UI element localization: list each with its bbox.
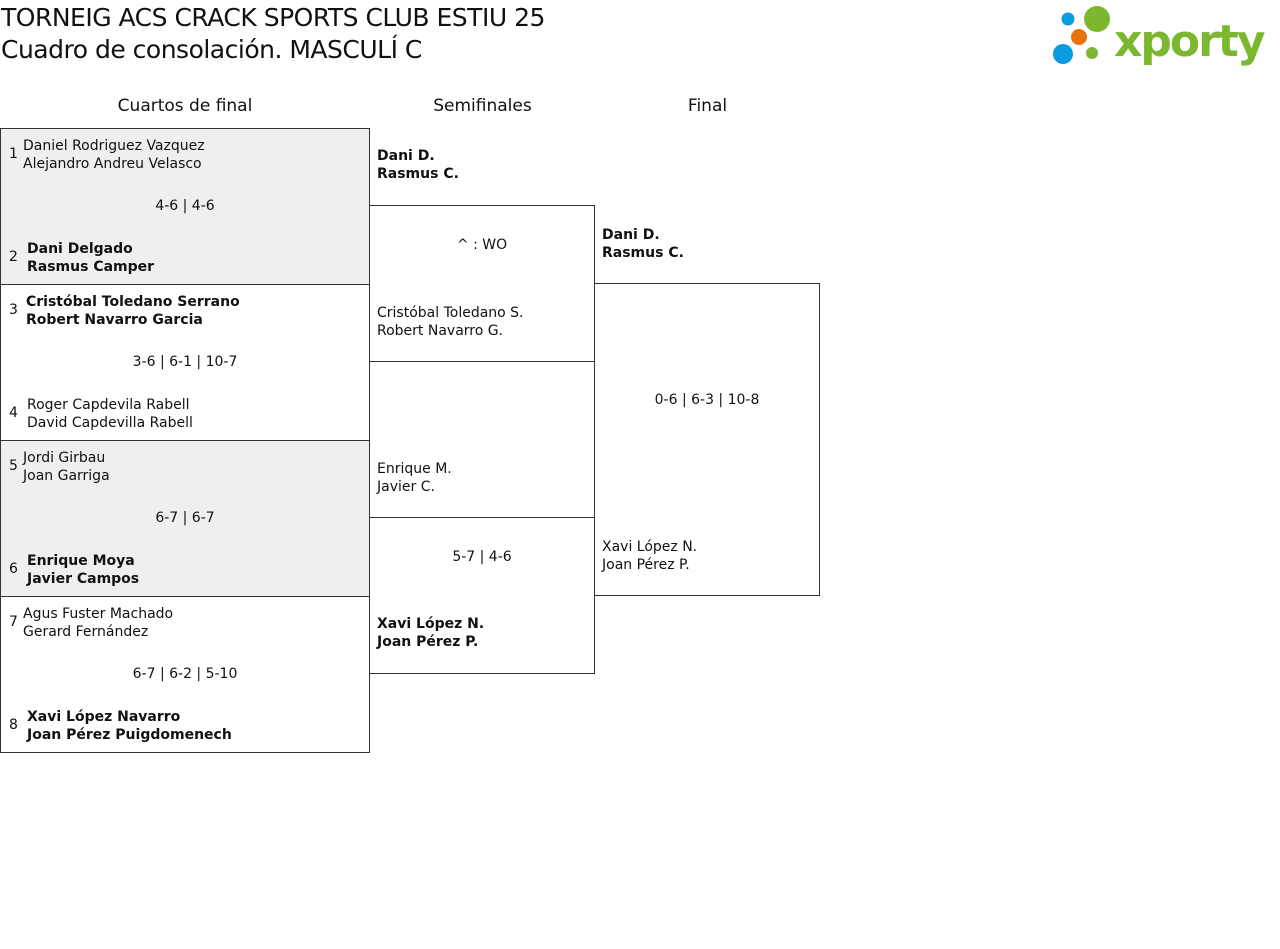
seed-number: 5 xyxy=(9,458,18,474)
match-score: 6-7 | 6-7 xyxy=(155,510,215,526)
semifinal-1-team-a: Dani D.Rasmus C. xyxy=(377,148,459,182)
round-header-quarterfinals: Cuartos de final xyxy=(117,96,253,116)
round-header-semifinals: Semifinales xyxy=(433,96,532,116)
seed-number: 1 xyxy=(9,146,18,162)
semifinal-2-team-b: Xavi López N.Joan Pérez P. xyxy=(377,616,485,650)
xporty-logo: xporty xyxy=(1053,6,1267,66)
seed-number: 6 xyxy=(9,561,18,577)
match-score: 4-6 | 4-6 xyxy=(155,198,215,214)
tournament-title: TORNEIG ACS CRACK SPORTS CLUB ESTIU 25 xyxy=(1,3,545,32)
seed-number: 7 xyxy=(9,614,18,630)
final-team-a: Dani D.Rasmus C. xyxy=(602,227,684,261)
round-header-final: Final xyxy=(687,96,728,116)
seed-number: 8 xyxy=(9,717,18,733)
semifinal-1-team-b: Cristóbal Toledano S.Robert Navarro G. xyxy=(377,305,524,339)
seed-number: 4 xyxy=(9,405,18,421)
final-score: 0-6 | 6-3 | 10-8 xyxy=(654,392,760,408)
final-match: 0-6 | 6-3 | 10-8 xyxy=(594,283,820,596)
match-score: 6-7 | 6-2 | 5-10 xyxy=(132,666,238,682)
seed-number: 2 xyxy=(9,249,18,265)
draw-subtitle: Cuadro de consolación. MASCULÍ C xyxy=(1,35,422,64)
seed-number: 3 xyxy=(9,302,18,318)
match-score: 3-6 | 6-1 | 10-7 xyxy=(132,354,238,370)
semifinal-2-team-a: Enrique M.Javier C. xyxy=(377,461,452,495)
final-team-b: Xavi López N.Joan Pérez P. xyxy=(602,539,698,573)
match-score: 5-7 | 4-6 xyxy=(452,549,512,565)
svg-text:xporty: xporty xyxy=(1114,16,1265,66)
match-score: ^ : WO xyxy=(456,237,508,253)
